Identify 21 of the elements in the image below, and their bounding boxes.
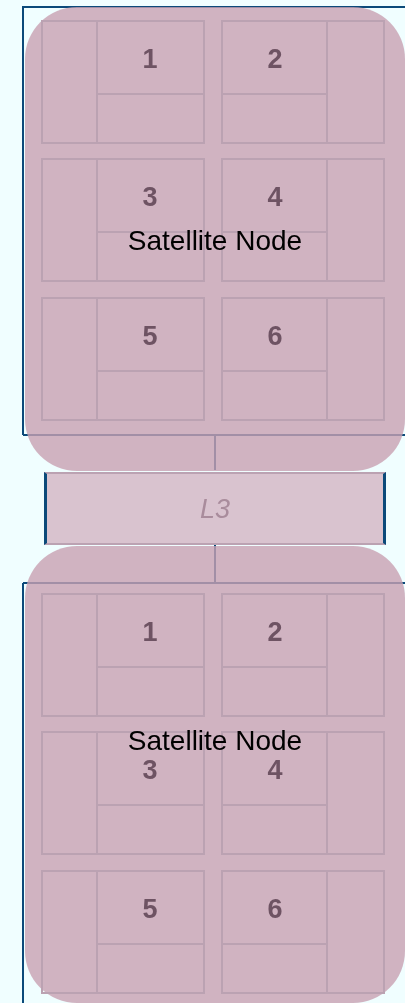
slot-number: 3 xyxy=(141,184,159,211)
slot-number: 6 xyxy=(266,323,284,350)
slot-box xyxy=(221,870,385,994)
l3-bar xyxy=(44,472,386,545)
satellite-node-panel xyxy=(25,7,405,471)
slot-number: 2 xyxy=(266,46,284,73)
slot-number: 1 xyxy=(141,619,159,646)
slot-number: 3 xyxy=(141,757,159,784)
slot-number: 4 xyxy=(266,757,284,784)
slot-number: 5 xyxy=(141,323,159,350)
slot-box xyxy=(221,20,385,144)
slot-number: 5 xyxy=(141,896,159,923)
node-title: Satellite Node xyxy=(126,725,304,757)
slot-number: 6 xyxy=(266,896,284,923)
slot-box xyxy=(41,20,205,144)
node-title: Satellite Node xyxy=(126,225,304,257)
slot-number: 2 xyxy=(266,619,284,646)
satellite-node-panel xyxy=(25,546,405,1003)
slot-number: 4 xyxy=(266,184,284,211)
slot-number: 1 xyxy=(141,46,159,73)
slot-box xyxy=(41,870,205,994)
